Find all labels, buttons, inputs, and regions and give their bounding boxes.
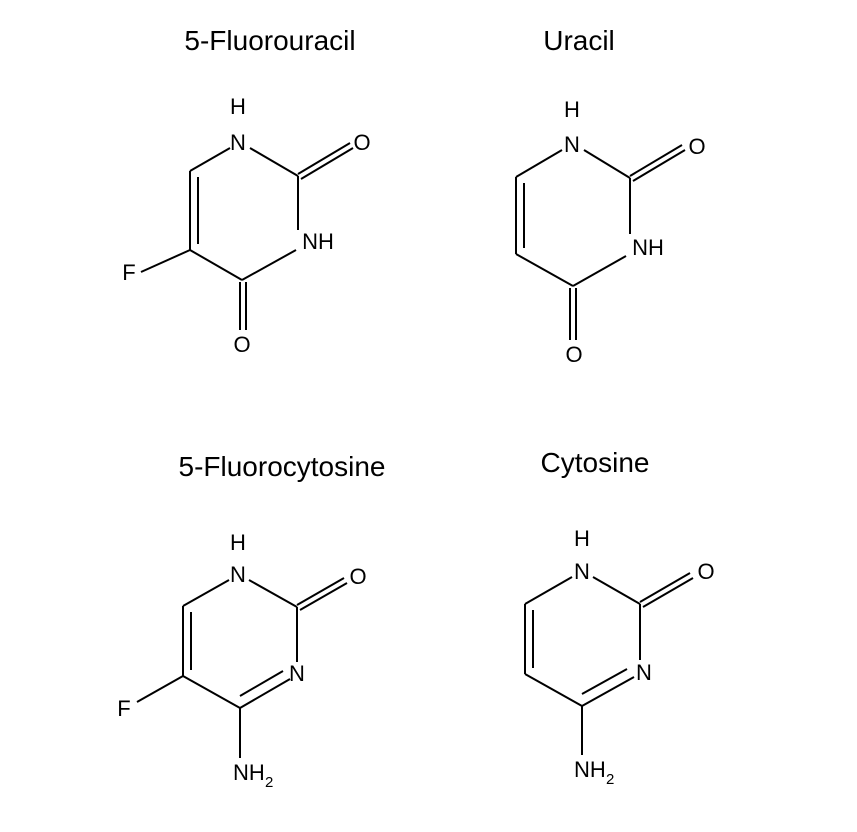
atom-nh-right: NH (632, 235, 664, 260)
bond-c2-o-a (297, 142, 351, 175)
atom-nh2-subscript: 2 (265, 774, 273, 791)
molecule-title: 5-Fluorocytosine (179, 451, 386, 482)
bond-n1-c2 (583, 149, 631, 179)
molecule-cytosine: Cytosine H N O N NH 2 (524, 447, 715, 788)
atom-nh2-subscript: 2 (606, 771, 614, 788)
molecule-title: Cytosine (541, 447, 650, 478)
bond-c4-c5 (189, 249, 243, 281)
atom-h-top: H (230, 530, 246, 555)
bond-c2-o-a (296, 577, 345, 606)
bond-n3-c4-inner (239, 670, 284, 697)
molecule-title: 5-Fluorouracil (184, 25, 355, 56)
bond-c2-o-b (642, 577, 694, 608)
bond-c2-o-a (639, 572, 691, 603)
atom-o-bottom: O (565, 342, 582, 367)
bond-n1-c2 (592, 576, 641, 605)
bond-c5-f (140, 249, 191, 273)
molecule-uracil: Uracil H N O NH O (515, 25, 706, 367)
atom-h-top: H (230, 94, 246, 119)
amino-group: NH 2 (574, 757, 614, 788)
molecule-5-fluorocytosine: 5-Fluorocytosine H N O N F NH 2 (117, 451, 385, 791)
bond-c4-c5 (524, 673, 583, 707)
ring-bonds (524, 572, 694, 755)
atom-n-top: N (230, 562, 246, 587)
atom-o-right: O (353, 130, 370, 155)
bond-c2-o-b (632, 149, 686, 182)
atom-h-top: H (564, 97, 580, 122)
bond-c2-o-b (299, 582, 348, 611)
amino-group: NH 2 (233, 760, 273, 791)
bond-n1-c6 (189, 147, 231, 172)
bond-c5-f (136, 675, 184, 703)
atom-n-right: N (289, 661, 305, 686)
ring-bonds (515, 144, 686, 340)
atom-o-right: O (688, 134, 705, 159)
bond-n3-c4 (241, 249, 297, 281)
bond-n3-c4 (581, 676, 635, 707)
atom-n-top: N (564, 132, 580, 157)
atom-h-top: H (574, 526, 590, 551)
bond-c4-c5 (515, 253, 574, 287)
atom-o-right: O (697, 559, 714, 584)
bond-c4-c5 (182, 675, 241, 709)
atom-nh-right: NH (302, 229, 334, 254)
molecule-5-fluorouracil: 5-Fluorouracil H N O NH O F (122, 25, 370, 357)
atom-o-right: O (349, 564, 366, 589)
atom-nh2: NH (574, 757, 606, 782)
molecule-title: Uracil (543, 25, 615, 56)
bond-c2-o-a (629, 144, 683, 177)
bond-n1-c6 (182, 579, 230, 607)
ring-bonds (136, 577, 348, 758)
atom-n-top: N (230, 130, 246, 155)
bond-n3-c4 (572, 255, 627, 287)
bond-n1-c6 (515, 149, 563, 178)
bond-n3-c4 (239, 678, 291, 709)
bond-c2-o-b (300, 147, 354, 180)
ring-bonds (140, 142, 354, 330)
bond-n1-c2 (248, 579, 298, 608)
bond-n1-c6 (524, 576, 573, 605)
bond-n1-c2 (249, 147, 299, 177)
atom-f: F (122, 260, 135, 285)
atom-f: F (117, 696, 130, 721)
atom-nh2: NH (233, 760, 265, 785)
atom-o-bottom: O (233, 332, 250, 357)
bond-n3-c4-inner (581, 668, 628, 695)
atom-n-right: N (636, 660, 652, 685)
atom-n-top: N (574, 559, 590, 584)
